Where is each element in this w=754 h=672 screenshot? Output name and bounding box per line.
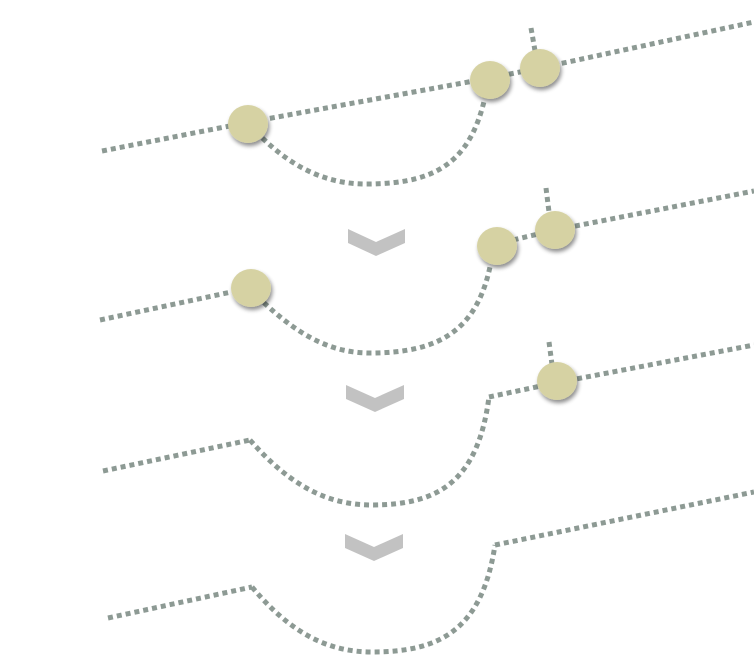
step-3-node-a (537, 362, 577, 400)
step-2 (99, 187, 754, 356)
step-4-loop-curve (250, 544, 498, 655)
step-2-node-a (231, 269, 271, 307)
step-3-main-line (102, 342, 754, 474)
step-1-loop-curve (248, 81, 491, 187)
step-2-main-line (99, 188, 754, 323)
step-3-loop-curve (248, 396, 492, 508)
step-4 (107, 489, 754, 655)
step-2-loop-curve (249, 261, 494, 356)
step-1-node-b (470, 61, 510, 99)
chevron-down-icon (346, 385, 404, 412)
chevron-down-icon (345, 534, 403, 561)
step-1-main-line (101, 19, 754, 154)
step-3 (102, 341, 754, 508)
step-2-node-b (477, 227, 517, 265)
step-2-node-c (535, 211, 575, 249)
step-1-node-a (228, 105, 268, 143)
step-1 (101, 19, 754, 187)
chevron-down-icon (348, 229, 405, 256)
step-1-node-c (520, 49, 560, 87)
step-4-main-line (107, 489, 754, 621)
